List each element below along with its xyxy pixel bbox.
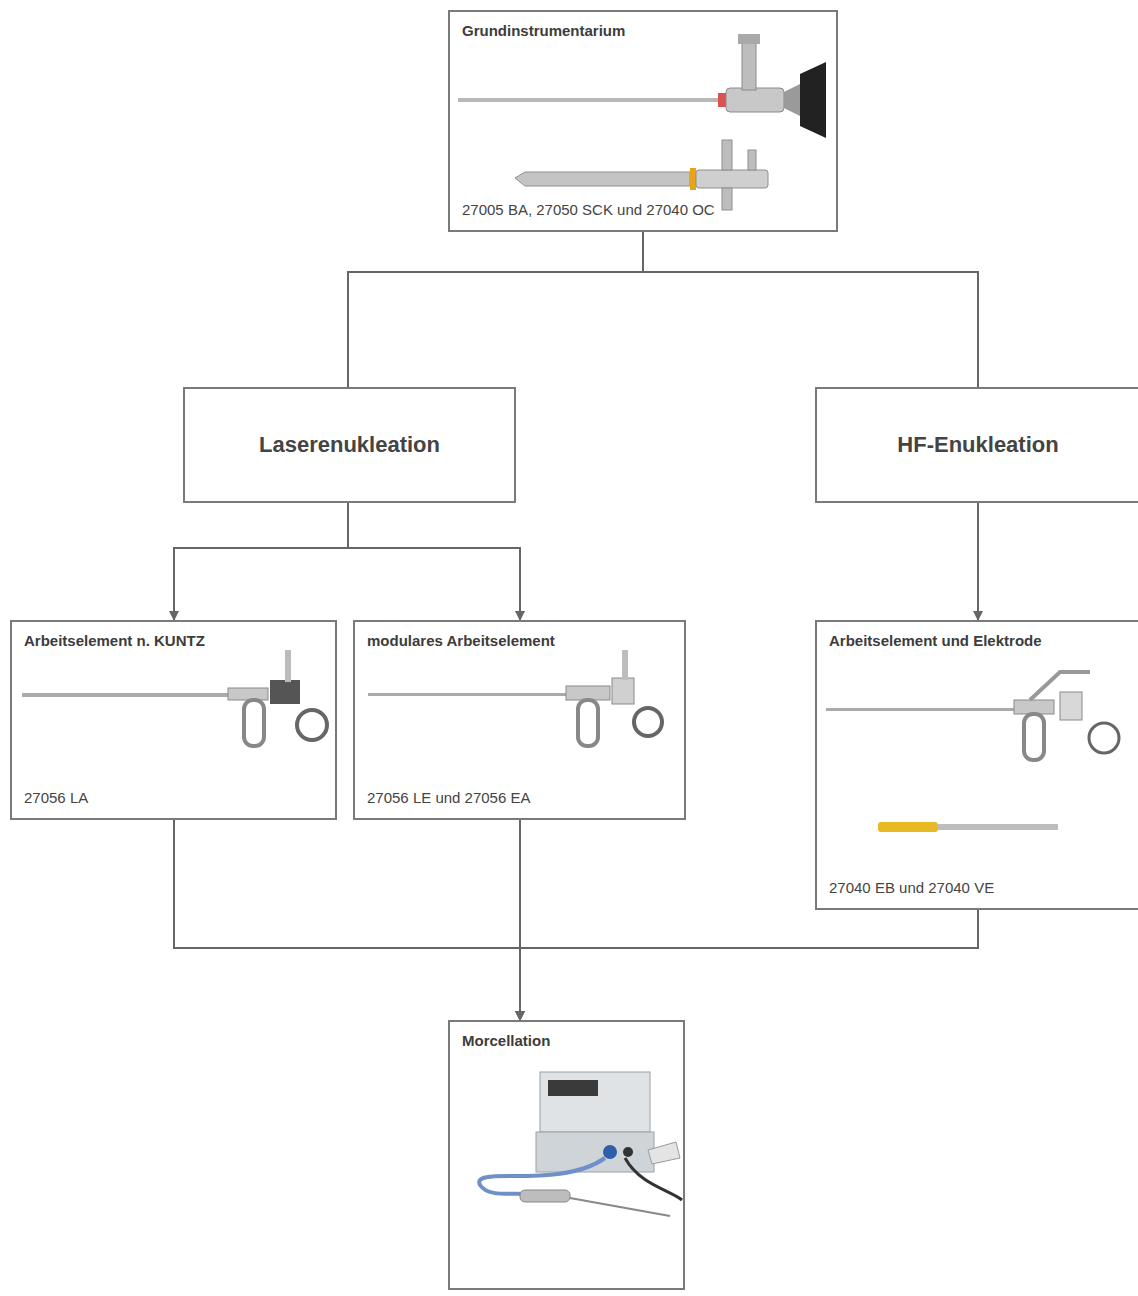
hf-working-element-illustration [826,672,1119,832]
method-label: Laserenukleation [259,431,440,459]
modular-working-element-illustration [368,650,662,746]
telescope-illustration [458,34,826,138]
method-box: HF-Enukleation [815,387,1138,503]
working-element-box: modulares Arbeitselement 27056 LE und 270… [353,620,686,820]
working-element-illustration [22,650,327,746]
box-heading: Arbeitselement n. KUNTZ [24,632,323,651]
box-heading: Grundinstrumentarium [462,22,824,41]
article-numbers: 27040 EB und 27040 VE [829,879,1127,898]
article-numbers: 27056 LE und 27056 EA [367,789,672,808]
flow-connector [520,910,978,1020]
flow-connector [643,232,978,387]
flow-connector [977,503,979,620]
instrument-set-box: Grundinstrumentarium 27005 BA, 27050 SCK … [448,10,838,232]
working-element-box: Arbeitselement und Elektrode 27040 EB und… [815,620,1138,910]
flow-connector [174,820,520,1020]
box-heading: modulares Arbeitselement [367,632,672,651]
method-box: Laserenukleation [183,387,516,503]
working-element-box: Arbeitselement n. KUNTZ 27056 LA [10,620,337,820]
article-numbers: 27056 LA [24,789,323,808]
morcellation-box: Morcellation [448,1020,685,1290]
box-heading: Morcellation [462,1032,671,1051]
article-numbers: 27005 BA, 27050 SCK und 27040 OC [462,201,824,220]
morcellator-illustration [479,1072,682,1216]
method-label: HF-Enukleation [897,431,1058,459]
flow-connector [174,503,348,620]
flow-connector [348,232,643,387]
box-heading: Arbeitselement und Elektrode [829,632,1127,651]
sheath-illustration [515,140,768,210]
flow-connector [348,503,520,620]
